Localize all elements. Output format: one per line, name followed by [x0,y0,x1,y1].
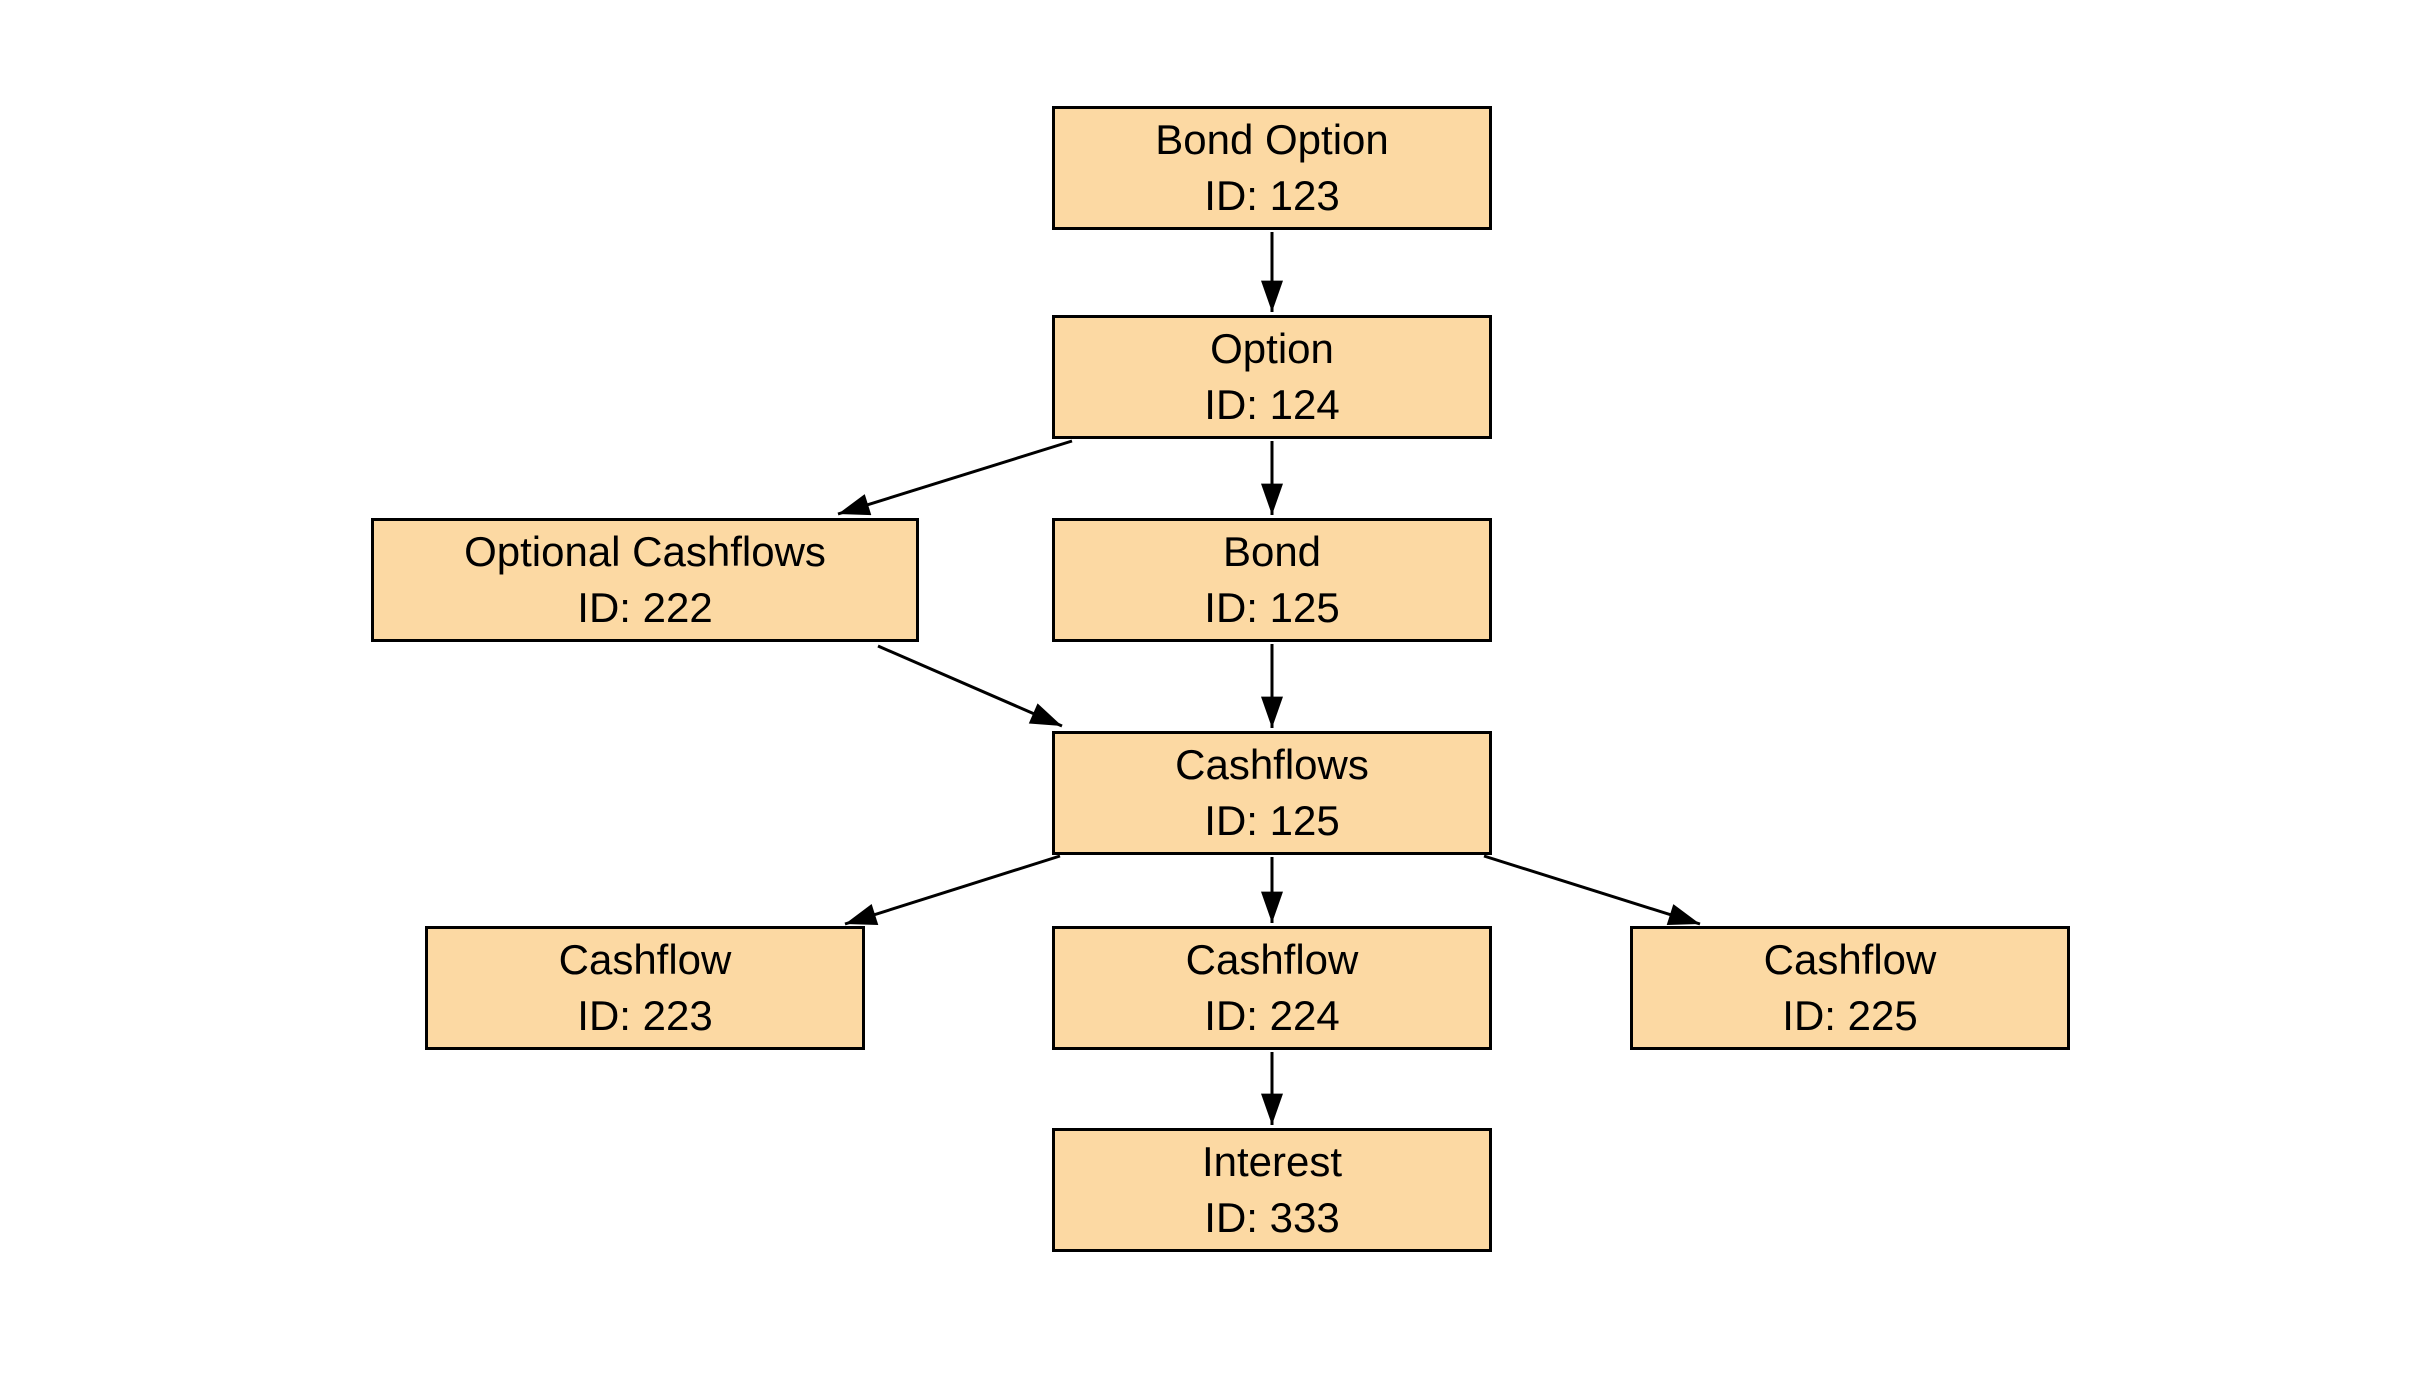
node-id-text: ID: 224 [1204,992,1340,1039]
edge-cashflows-to-cashflow-225 [1483,854,1701,926]
node-cashflow-225: Cashflow ID: 225 [1630,926,2070,1050]
node-label: Bond Option [1155,116,1389,163]
node-id-text: ID: 123 [1204,172,1340,219]
edge-optional-cashflows-to-cashflows [877,644,1063,728]
node-cashflow-224: Cashflow ID: 224 [1052,926,1492,1050]
node-label: Optional Cashflows [464,528,826,575]
node-option: Option ID: 124 [1052,315,1492,439]
node-optional-cashflows: Optional Cashflows ID: 222 [371,518,919,642]
node-id-text: ID: 223 [577,992,713,1039]
node-label: Interest [1201,1138,1343,1185]
node-label: Option [1210,325,1334,372]
edge-option-to-optional-cashflows [837,439,1073,516]
node-bond-option: Bond Option ID: 123 [1052,106,1492,230]
node-id-text: ID: 125 [1204,797,1340,844]
node-cashflow-223: Cashflow ID: 223 [425,926,865,1050]
node-label: Cashflow [1185,936,1359,983]
node-interest: Interest ID: 333 [1052,1128,1492,1252]
node-id-text: ID: 333 [1204,1194,1340,1241]
node-label: Cashflow [1763,936,1937,983]
node-id-text: ID: 225 [1782,992,1918,1039]
node-label: Cashflows [1175,741,1369,788]
node-id-text: ID: 124 [1204,381,1340,428]
node-label: Bond [1222,528,1322,575]
node-id-text: ID: 222 [577,584,713,631]
node-label: Cashflow [558,936,732,983]
node-cashflows: Cashflows ID: 125 [1052,731,1492,855]
node-bond: Bond ID: 125 [1052,518,1492,642]
edge-cashflows-to-cashflow-223 [844,854,1061,926]
node-id-text: ID: 125 [1204,584,1340,631]
